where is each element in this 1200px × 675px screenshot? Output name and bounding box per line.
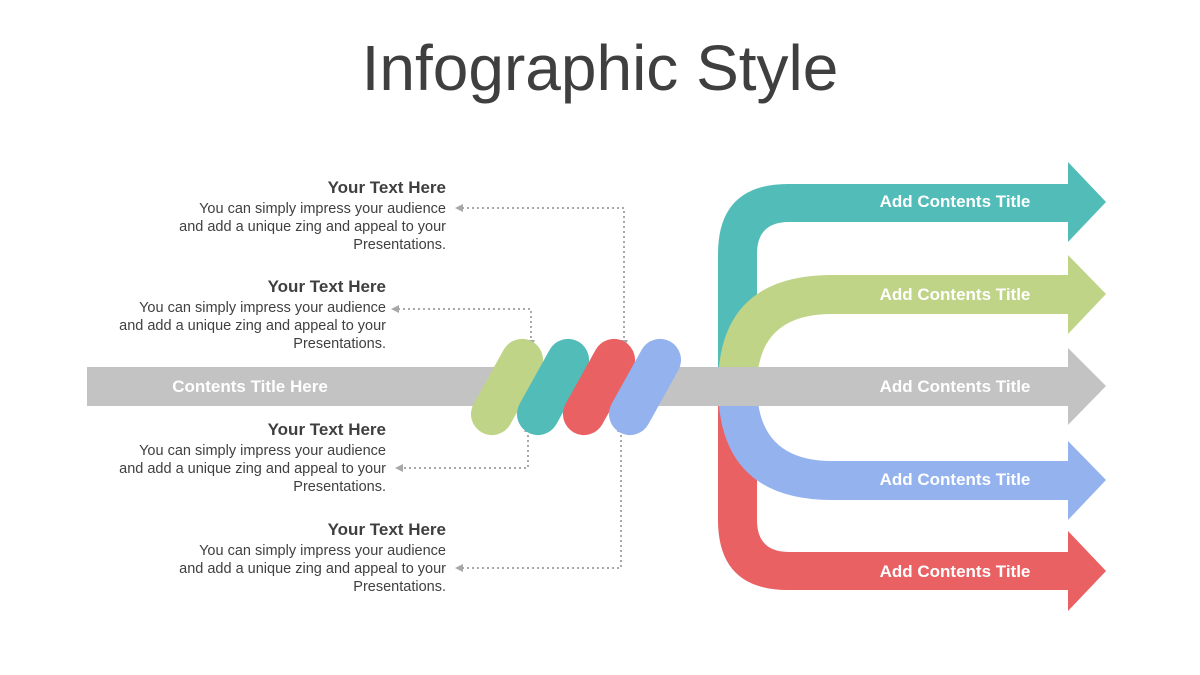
arrow-label-4: Add Contents Title xyxy=(879,470,1031,489)
connector-2 xyxy=(398,308,532,342)
arrow-label-5: Add Contents Title xyxy=(879,562,1031,581)
text-block-heading: Your Text Here xyxy=(267,277,386,296)
text-block-line: Presentations. xyxy=(293,479,386,495)
text-block-line: Presentations. xyxy=(353,579,446,595)
connector-3 xyxy=(402,430,529,469)
arrow-green xyxy=(718,255,1106,386)
text-block-line: You can simply impress your audience xyxy=(199,201,446,217)
text-block-line: You can simply impress your audience xyxy=(139,443,386,459)
text-block-line: and add a unique zing and appeal to your xyxy=(179,219,446,235)
text-block-1: Your Text Here You can simply impress yo… xyxy=(86,178,446,254)
pill-2 xyxy=(516,338,590,436)
connector-4 xyxy=(462,430,622,569)
page-title: Infographic Style xyxy=(361,32,839,104)
text-block-4: Your Text Here You can simply impress yo… xyxy=(86,520,446,596)
connector-1 xyxy=(462,207,625,342)
text-block-heading: Your Text Here xyxy=(327,520,446,539)
text-block-line: and add a unique zing and appeal to your xyxy=(119,461,386,477)
arrowhead-1 xyxy=(455,204,463,212)
pill-4 xyxy=(608,338,682,436)
pill-3 xyxy=(562,338,636,436)
arrow-teal xyxy=(718,162,1106,386)
arrow-label-1: Add Contents Title xyxy=(879,192,1031,211)
text-block-line: and add a unique zing and appeal to your xyxy=(119,318,386,334)
text-block-line: You can simply impress your audience xyxy=(199,543,446,559)
text-block-3: Your Text Here You can simply impress yo… xyxy=(26,420,386,496)
connectors xyxy=(398,207,625,569)
arrow-label-3: Add Contents Title xyxy=(879,377,1031,396)
pill-group xyxy=(470,338,682,436)
text-block-heading: Your Text Here xyxy=(327,178,446,197)
main-bar-label: Contents Title Here xyxy=(172,377,328,396)
text-block-line: Presentations. xyxy=(353,237,446,253)
arrowhead-3 xyxy=(395,464,403,472)
text-block-heading: Your Text Here xyxy=(267,420,386,439)
arrowhead-4 xyxy=(455,564,463,572)
arrow-red xyxy=(718,386,1106,611)
pill-1 xyxy=(470,338,544,436)
text-block-line: You can simply impress your audience xyxy=(139,300,386,316)
text-block-line: Presentations. xyxy=(293,336,386,352)
text-block-line: and add a unique zing and appeal to your xyxy=(179,561,446,577)
text-block-2: Your Text Here You can simply impress yo… xyxy=(26,277,386,353)
arrowhead-2 xyxy=(391,305,399,313)
arrow-blue xyxy=(718,386,1106,520)
arrow-label-2: Add Contents Title xyxy=(879,285,1031,304)
